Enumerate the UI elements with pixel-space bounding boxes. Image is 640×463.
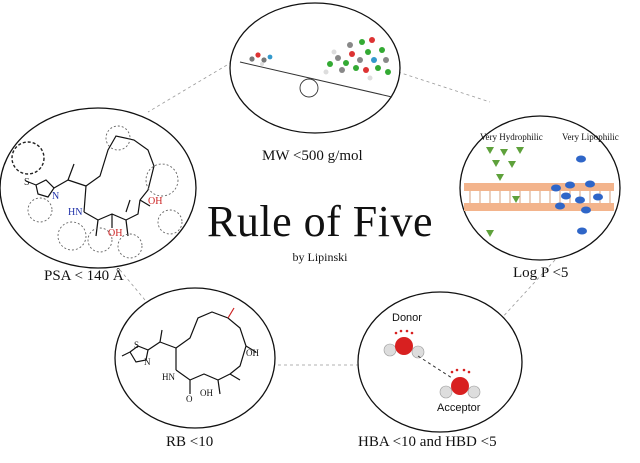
psa-oh-label: OH [148, 196, 163, 207]
large-molecule-icon [323, 37, 391, 81]
psa-nitrogen-label: N [52, 191, 60, 202]
rb-o-label: O [186, 394, 193, 404]
rb-hn-label: HN [162, 372, 175, 382]
donor-label: Donor [392, 312, 422, 324]
lipid-bilayer [464, 183, 614, 211]
hb-label: HBA <10 and HBD <5 [358, 434, 497, 450]
rb-panel [114, 287, 276, 429]
hb-panel [357, 291, 523, 433]
mw-panel [229, 2, 401, 134]
rb-nitrogen-label: N [144, 357, 151, 367]
lipophilic-dots [551, 155, 603, 235]
rb-oh-label: OH [246, 348, 259, 358]
small-molecule-icon [249, 52, 273, 66]
psa-sulfur-label: S [24, 177, 30, 188]
page-subtitle: by Lipinski [292, 250, 348, 264]
hydrophilic-triangles [486, 147, 524, 237]
fulcrum-icon [299, 78, 319, 98]
donor-water-icon [383, 329, 425, 359]
logp-label: Log P <5 [513, 265, 569, 281]
connector-lines [119, 61, 556, 366]
rb-oh2-label: OH [200, 388, 213, 398]
psa-label: PSA < 140 Å [44, 268, 124, 284]
logp-panel [459, 115, 621, 261]
acceptor-label: Acceptor [437, 402, 481, 414]
page-title: Rule of Five [207, 197, 433, 246]
rb-label: RB <10 [166, 434, 214, 450]
psa-panel [0, 107, 197, 269]
mw-label: MW <500 g/mol [262, 148, 363, 164]
rb-sulfur-label: S [134, 340, 140, 350]
psa-hn-label: HN [68, 207, 83, 218]
hydrophilic-label: Very Hydrophilic [480, 132, 543, 142]
acceptor-water-icon [439, 368, 481, 399]
psa-oh2-label: OH [108, 228, 123, 239]
lipophilic-label: Very Lipophilic [562, 132, 619, 142]
